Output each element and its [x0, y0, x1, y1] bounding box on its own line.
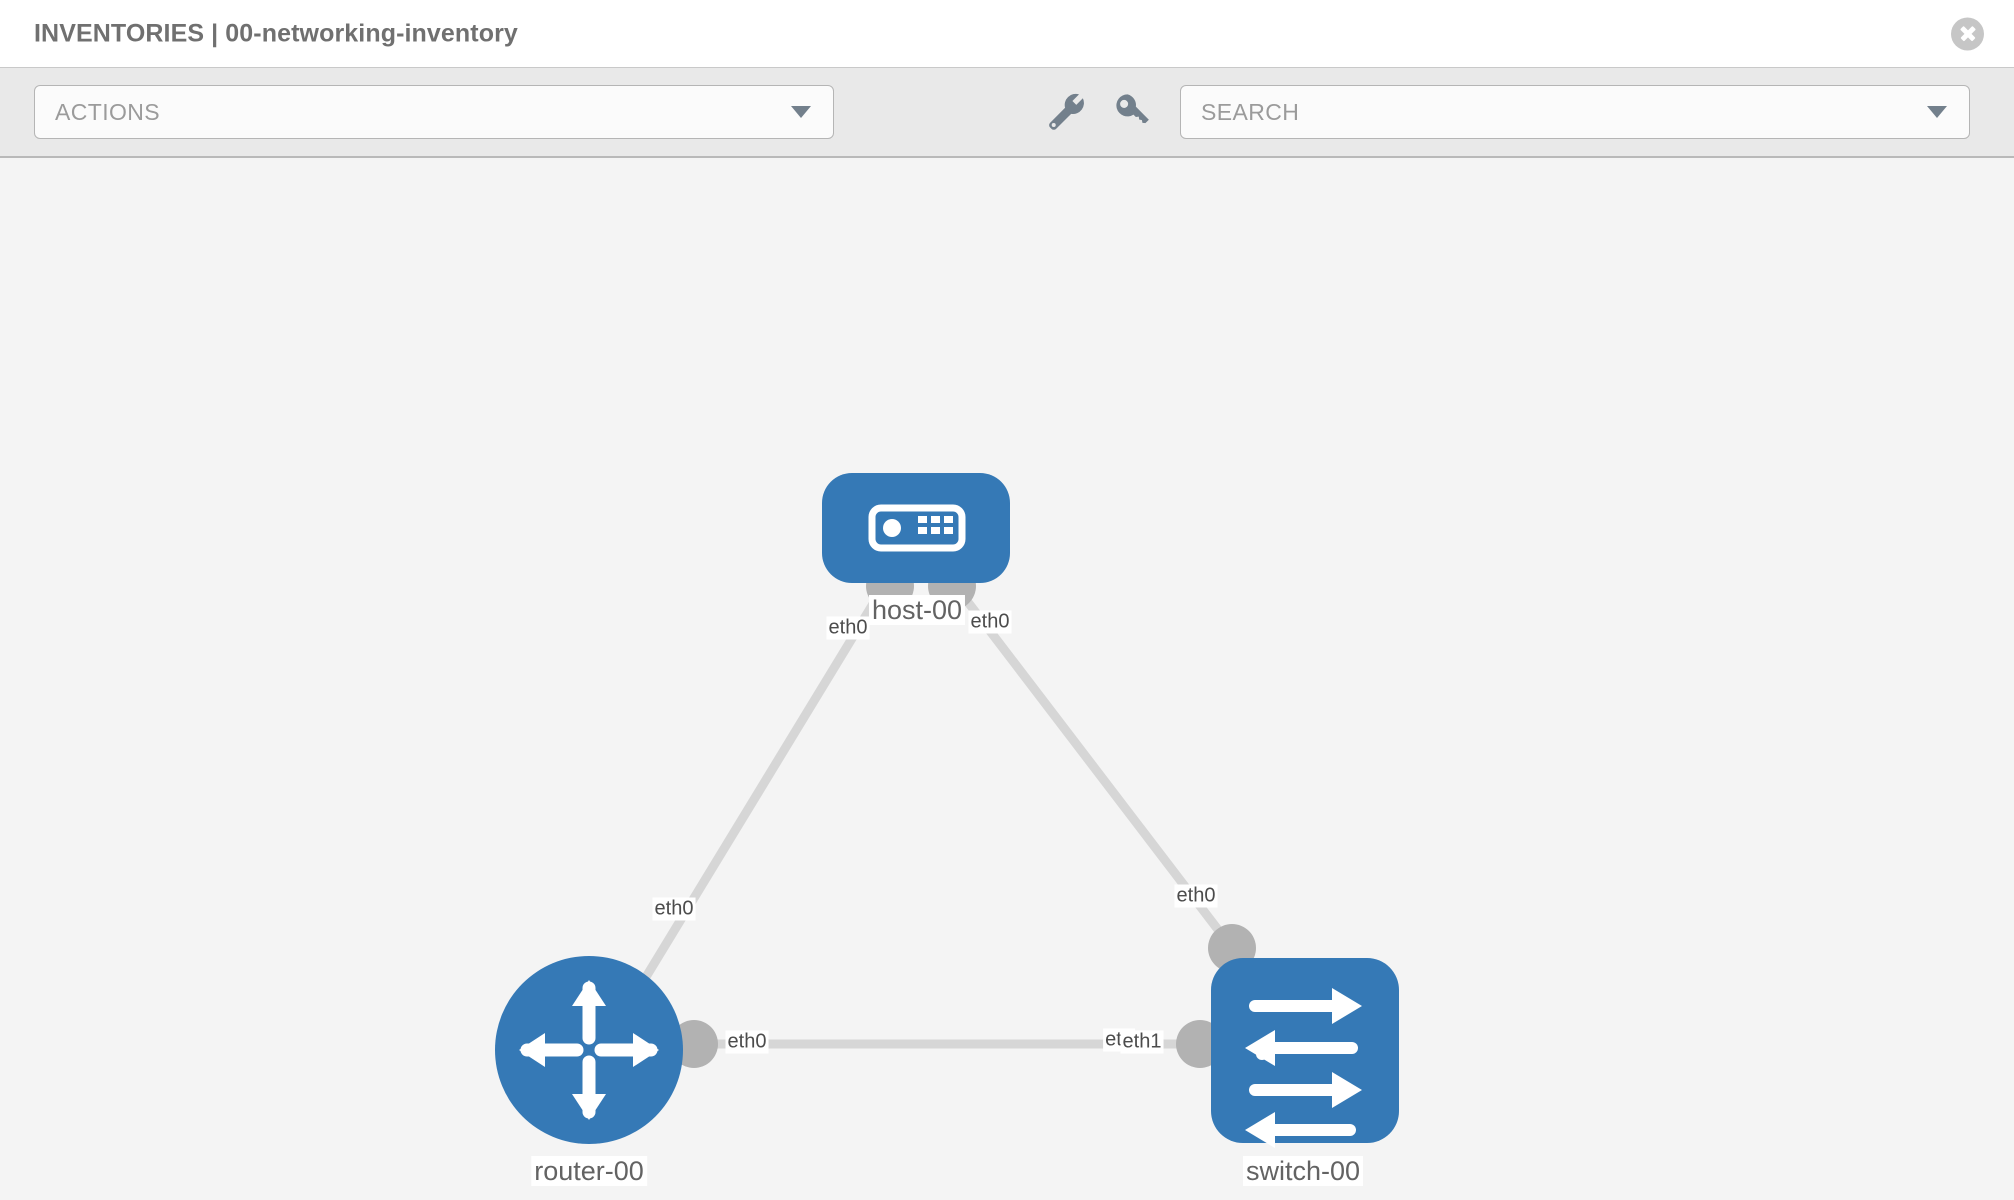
key-icon[interactable] — [1110, 90, 1154, 134]
node-label-router-00: router-00 — [531, 1156, 647, 1187]
search-input[interactable]: SEARCH — [1180, 85, 1970, 139]
node-label-host-00: host-00 — [868, 595, 966, 626]
node-switch-00 — [1211, 958, 1399, 1148]
search-placeholder: SEARCH — [1201, 98, 1300, 125]
edge-host-router — [617, 573, 894, 1021]
edge-label-interface: eth0 — [1174, 884, 1218, 908]
edge-label-interface: eth0 — [652, 897, 696, 921]
node-label-switch-00: switch-00 — [1242, 1156, 1364, 1187]
chevron-down-icon — [1927, 106, 1947, 118]
close-icon[interactable] — [1951, 17, 1984, 50]
topology-connectors — [670, 562, 1256, 1068]
edge-label-interface: eth0 — [968, 610, 1012, 634]
chevron-down-icon — [791, 106, 811, 118]
topology-svg — [495, 473, 1399, 1148]
actions-dropdown-label: ACTIONS — [55, 98, 161, 125]
actions-dropdown[interactable]: ACTIONS — [34, 85, 834, 139]
node-host-00 — [822, 473, 1010, 583]
topology-edges — [617, 573, 1236, 1049]
edge-label-interface: eth1 — [1120, 1030, 1164, 1054]
topology-canvas[interactable]: host-00 router-00 switch-00 eth0 eth0 et… — [0, 158, 2014, 1200]
page-header: INVENTORIES | 00-networking-inventory — [0, 0, 2014, 68]
edge-label-interface: eth0 — [725, 1030, 769, 1054]
edge-label-interface: eth0 — [826, 616, 870, 640]
toolbar: ACTIONS SEARCH — [0, 68, 2014, 158]
page-title: INVENTORIES | 00-networking-inventory — [34, 19, 518, 47]
wrench-icon[interactable] — [1044, 90, 1088, 134]
node-router-00 — [495, 956, 683, 1144]
